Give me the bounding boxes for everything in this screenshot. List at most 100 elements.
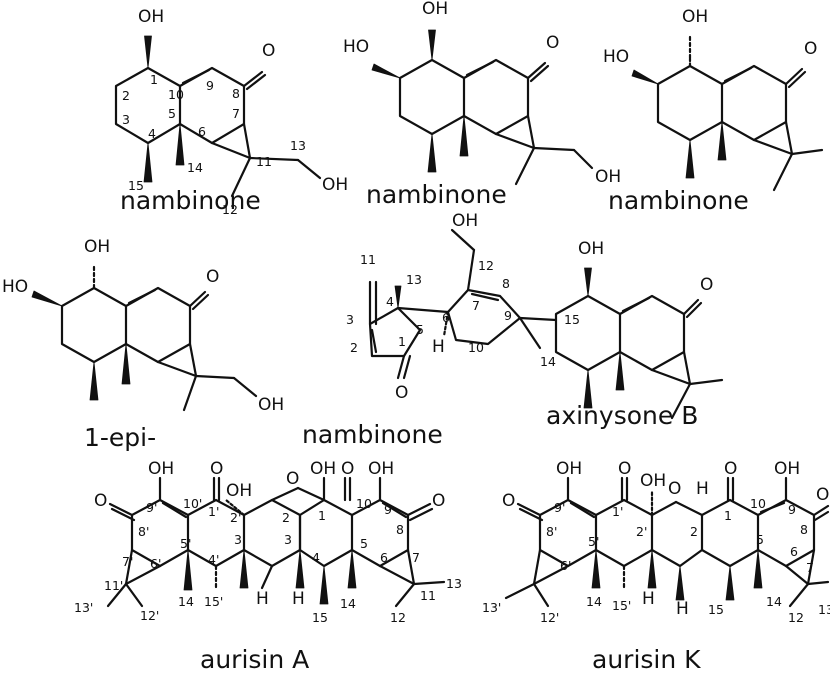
atom-number: 13 <box>446 576 462 591</box>
atom-number: 4 <box>148 126 156 141</box>
atom-label: O <box>700 275 713 295</box>
atom-number: 15' <box>612 598 631 613</box>
atom-number: 6 <box>380 550 388 565</box>
atom-number: 7 <box>412 550 420 565</box>
atom-number: 2' <box>230 510 241 525</box>
atom-label: OH <box>595 167 621 187</box>
atom-label: OH <box>578 239 604 259</box>
atom-number: 9' <box>554 500 565 515</box>
atom-number: 13 <box>290 138 306 153</box>
atom-number: 5 <box>168 106 176 121</box>
atom-number: 6' <box>560 558 571 573</box>
atom-label: O <box>395 383 408 403</box>
atom-label: O <box>286 469 299 489</box>
atom-number: 8 <box>396 522 404 537</box>
atom-number: 11 <box>256 154 272 169</box>
atom-label: H <box>256 589 269 609</box>
atom-number: 10' <box>183 496 202 511</box>
atom-number: 7' <box>122 554 133 569</box>
atom-number: 15 <box>564 312 580 327</box>
atom-number: 3' <box>234 532 245 547</box>
atom-number: 9 <box>788 502 796 517</box>
atom-number: 9 <box>504 308 512 323</box>
atom-number: 5 <box>756 532 764 547</box>
atom-number: 2 <box>350 340 358 355</box>
atom-number: 15 <box>128 178 144 193</box>
atom-number: 13 <box>406 272 422 287</box>
atom-number: 12 <box>788 610 804 625</box>
atom-number: 6 <box>442 310 450 325</box>
atom-number: 12' <box>540 610 559 625</box>
atom-label: O <box>502 491 515 511</box>
atom-label: OH <box>310 459 336 479</box>
atom-label: HO <box>2 277 28 297</box>
atom-label: O <box>432 491 445 511</box>
atom-label: OH <box>322 175 348 195</box>
atom-label: OH <box>84 237 110 257</box>
structure-aurisin-a: OH O O OH O OH O OH O H H 9' 10' 1' 2' 3… <box>74 459 462 674</box>
atom-number: 2 <box>282 510 290 525</box>
atom-number: 12 <box>222 202 238 217</box>
atom-label: OH <box>640 471 666 491</box>
atom-number: 3 <box>284 532 292 547</box>
atom-label: OH <box>452 211 478 231</box>
structure-nambinone-1: OH O OH 1 2 3 4 5 6 7 8 9 10 11 12 13 14… <box>114 7 348 217</box>
atom-label: OH <box>258 395 284 415</box>
atom-number: 2 <box>690 524 698 539</box>
atom-label: O <box>816 485 829 505</box>
atom-label: OH <box>682 7 708 27</box>
atom-number: 4' <box>208 552 219 567</box>
atom-number: 1 <box>150 72 158 87</box>
atom-label: H <box>292 589 305 609</box>
atom-label: O <box>546 33 559 53</box>
atom-number: 1 <box>318 508 326 523</box>
atom-number: 14 <box>340 596 356 611</box>
structure-nambinone-seco: OH O H 11 4 3 2 1 5 13 6 7 8 9 10 12 15 … <box>302 211 580 449</box>
atom-number: 6 <box>790 544 798 559</box>
atom-number: 1 <box>398 334 406 349</box>
atom-number: 8 <box>232 86 240 101</box>
atom-number: 8 <box>800 522 808 537</box>
atom-number: 10 <box>356 496 372 511</box>
atom-number: 12 <box>478 258 494 273</box>
atom-number: 14 <box>766 594 782 609</box>
atom-number: 10 <box>168 87 184 102</box>
atom-number: 8' <box>546 524 557 539</box>
compound-name: aurisin K <box>592 645 701 674</box>
atom-number: 4 <box>312 550 320 565</box>
atom-number: 9 <box>206 78 214 93</box>
atom-label: OH <box>422 0 448 19</box>
atom-label: O <box>668 479 681 499</box>
atom-number: 9' <box>146 500 157 515</box>
atom-number: 4 <box>386 294 394 309</box>
atom-number: 2' <box>636 524 647 539</box>
atom-number: 8' <box>138 524 149 539</box>
atom-number: 7 <box>472 298 480 313</box>
atom-label: OH <box>368 459 394 479</box>
atom-number: 1 <box>724 508 732 523</box>
atom-label: OH <box>556 459 582 479</box>
atom-number: 6' <box>150 556 161 571</box>
atom-number: 5 <box>360 536 368 551</box>
atom-number: 1' <box>208 504 219 519</box>
atom-label: O <box>804 39 817 59</box>
atom-label: OH <box>774 459 800 479</box>
atom-label: H <box>432 337 445 357</box>
atom-number: 13' <box>74 600 93 615</box>
compound-name: axinysone B <box>546 401 698 430</box>
structure-nambinone-2: OH HO O OH nambinone <box>343 0 621 209</box>
atom-number: 5' <box>180 536 191 551</box>
atom-label: OH <box>138 7 164 27</box>
atom-number: 11 <box>360 252 376 267</box>
atom-label: O <box>94 491 107 511</box>
compound-name: nambinone <box>302 420 443 449</box>
atom-number: 11' <box>104 578 123 593</box>
atom-label: O <box>618 459 631 479</box>
atom-label: O <box>206 267 219 287</box>
compound-name: nambinone <box>608 186 749 215</box>
atom-number: 2 <box>122 88 130 103</box>
atom-number: 14 <box>178 594 194 609</box>
atom-number: 14 <box>586 594 602 609</box>
